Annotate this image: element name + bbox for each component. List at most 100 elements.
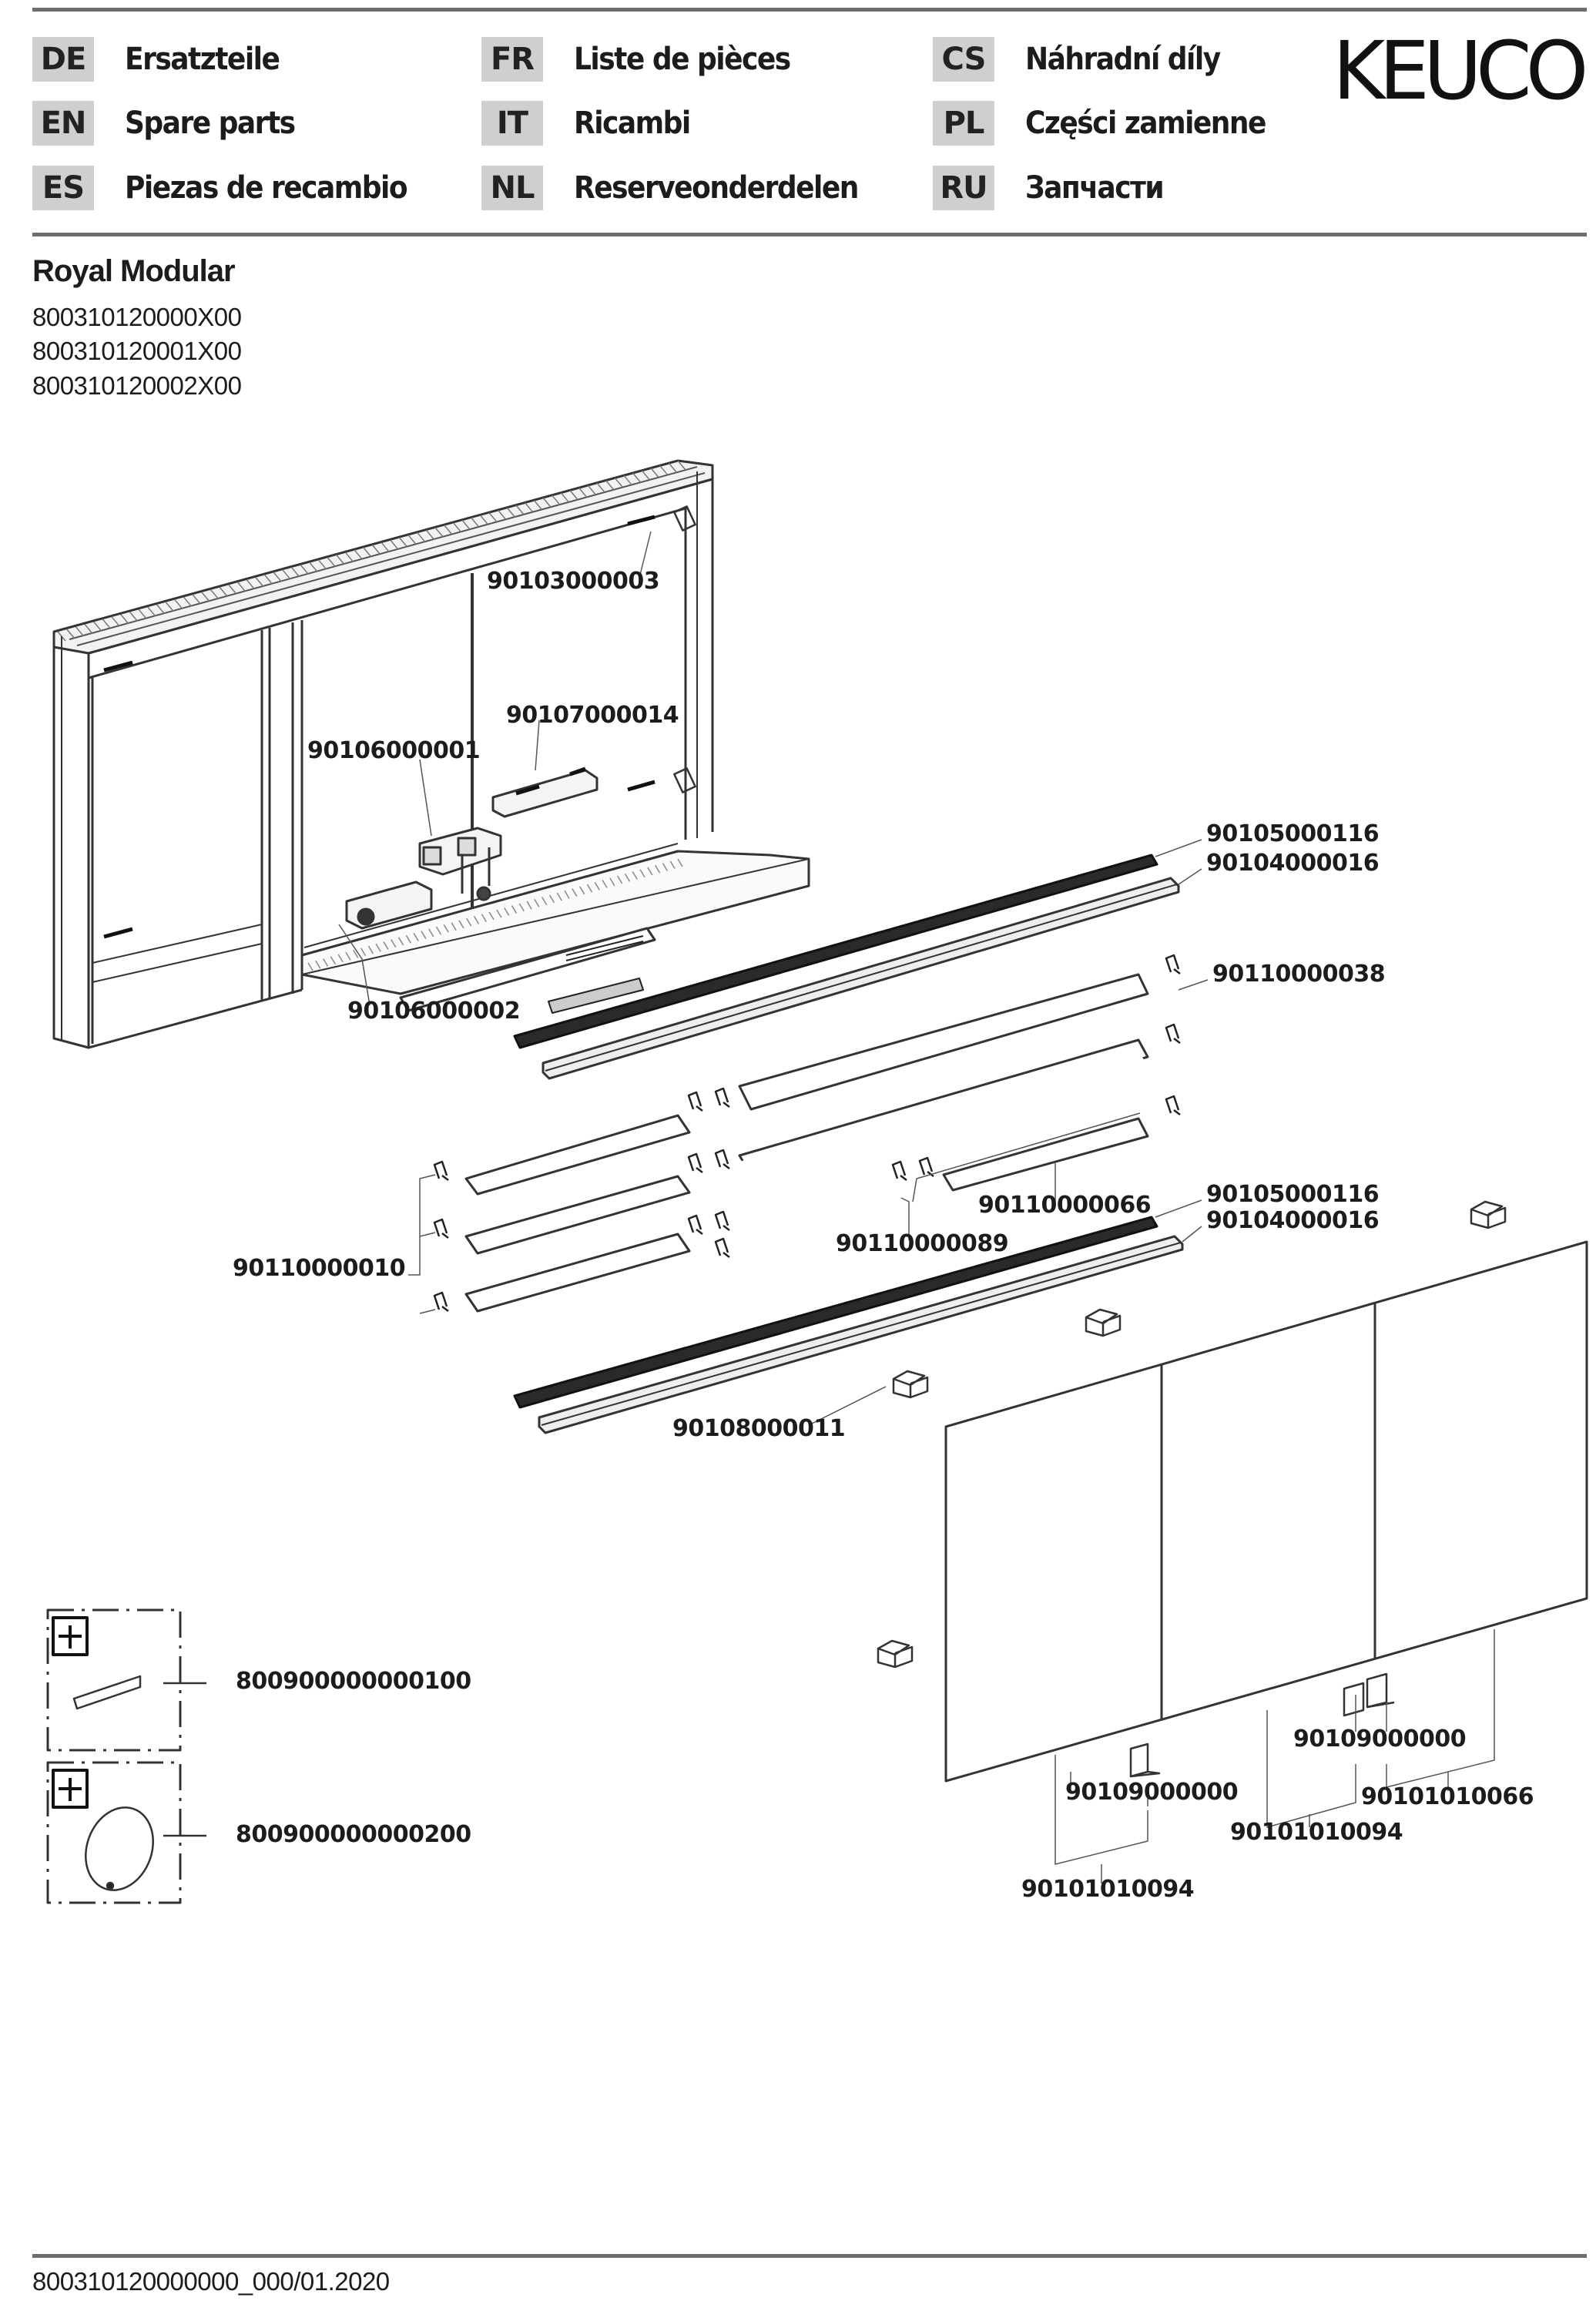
- part-label-90103000003: 90103000003: [487, 568, 660, 595]
- rail-rib: [263, 574, 273, 585]
- rail-rib: [219, 586, 228, 597]
- article-number: 800310120002X00: [32, 371, 242, 400]
- rail-rib: [156, 604, 165, 615]
- shelf-clip: [687, 1214, 703, 1235]
- channel-rib: [496, 909, 502, 918]
- accessory-box-2: [46, 1761, 182, 1904]
- channel-rib: [616, 875, 623, 884]
- channel-rib: [677, 858, 683, 867]
- part-label-90105000116-bottom: 90105000116: [1206, 1181, 1380, 1208]
- channel-rib: [421, 931, 427, 940]
- channel-rib: [518, 903, 525, 912]
- leader-lines: [338, 531, 1495, 1883]
- shelf-clip: [1165, 1023, 1181, 1044]
- rail-rib: [147, 606, 156, 617]
- channel-rib: [526, 901, 532, 910]
- led-profile-top: [513, 854, 1158, 1049]
- lang-code-box: CS: [933, 37, 994, 82]
- rail-rib: [398, 537, 407, 548]
- rail-rib: [641, 470, 650, 481]
- channel-rib: [662, 863, 669, 871]
- article-number: 800310120000X00: [32, 303, 242, 331]
- lang-code-box: NL: [481, 166, 543, 210]
- rail-rib: [525, 502, 534, 513]
- rail-rib: [75, 626, 84, 637]
- lang-label: Ricambi: [574, 106, 691, 141]
- channel-rib: [353, 950, 359, 958]
- rail-rib: [192, 594, 201, 605]
- shelf-clip: [433, 1218, 449, 1239]
- rail-rib: [632, 472, 642, 483]
- rail-rib: [371, 544, 381, 555]
- channel-rib: [360, 948, 367, 957]
- cosmetic-mirror-icon: [85, 1806, 154, 1891]
- channel-rib: [669, 860, 676, 870]
- channel-rib: [647, 867, 653, 876]
- hinges: [877, 1200, 1507, 1669]
- lang-row-de: DE Ersatzteile: [32, 37, 280, 82]
- rail-rib: [461, 519, 471, 530]
- rail-rib: [425, 529, 434, 540]
- rail-rib: [479, 515, 488, 525]
- rail-rib: [659, 465, 669, 475]
- rail-rib: [165, 601, 174, 612]
- rail-rib: [533, 499, 542, 510]
- shelf-clip: [1165, 954, 1181, 974]
- rail-rib: [174, 599, 183, 609]
- rail-rib: [290, 566, 300, 577]
- shelf-clip: [714, 1149, 730, 1169]
- part-label-90110000089: 90110000089: [836, 1230, 1009, 1257]
- channel-rib: [383, 941, 389, 950]
- channel-rib: [542, 897, 548, 905]
- rail-rib: [605, 480, 615, 491]
- brand-logo: KEUCO: [1333, 24, 1589, 118]
- header-bottom-rule: [32, 233, 1587, 236]
- led-profile-bottom: [513, 1216, 1158, 1409]
- shelf-clip: [687, 1091, 703, 1112]
- channel-rib: [654, 864, 661, 874]
- part-label-90110000010: 90110000010: [233, 1255, 406, 1282]
- rail-rib: [560, 492, 569, 503]
- lang-row-pl: PL Części zamienne: [933, 101, 1266, 146]
- part-label-90109000000-right: 90109000000: [1293, 1726, 1467, 1753]
- channel-rib: [435, 926, 442, 935]
- diffuser-profile-bottom: [538, 1235, 1184, 1434]
- rail-rib: [201, 592, 210, 602]
- lang-code-box: ES: [32, 166, 94, 210]
- shelf-clip: [433, 1160, 449, 1181]
- lang-label: Náhradní díly: [1025, 42, 1221, 77]
- channel-rib: [428, 928, 434, 937]
- lang-label: Запчасти: [1025, 170, 1165, 206]
- channel-rib: [556, 892, 562, 901]
- accessory-number: 800900000000100: [236, 1668, 471, 1695]
- part-label-90101010094-middle: 90101010094: [1230, 1819, 1403, 1846]
- part-label-90110000038: 90110000038: [1212, 961, 1386, 988]
- channel-rib: [548, 894, 555, 904]
- channel-rib: [367, 945, 374, 954]
- switch-unit: [418, 827, 502, 901]
- channel-rib: [624, 873, 631, 882]
- rail-rib: [327, 556, 336, 567]
- rail-rib: [587, 485, 596, 495]
- channel-rib: [397, 937, 404, 946]
- socket-unit: [345, 880, 656, 1014]
- rail-rib: [434, 527, 444, 538]
- rail-rib: [66, 629, 75, 639]
- rail-rib: [246, 579, 255, 589]
- rail-rib: [363, 547, 372, 558]
- channel-rib: [330, 956, 337, 965]
- rail-rib: [236, 582, 246, 592]
- part-label-90106000002: 90106000002: [347, 998, 521, 1025]
- rail-rib: [84, 623, 93, 634]
- rail-rib: [444, 525, 453, 535]
- rail-rib: [93, 621, 102, 632]
- plus-icon: [52, 1769, 89, 1809]
- lang-row-cs: CS Náhradní díly: [933, 37, 1221, 82]
- footer-rule: [32, 2254, 1587, 2258]
- channel-rib: [307, 962, 314, 971]
- channel-rib: [458, 920, 464, 929]
- shelf-clip: [918, 1156, 934, 1177]
- lang-label: Piezas de recambio: [125, 170, 408, 206]
- channel-rib: [579, 886, 585, 895]
- lang-row-en: EN Spare parts: [32, 101, 296, 146]
